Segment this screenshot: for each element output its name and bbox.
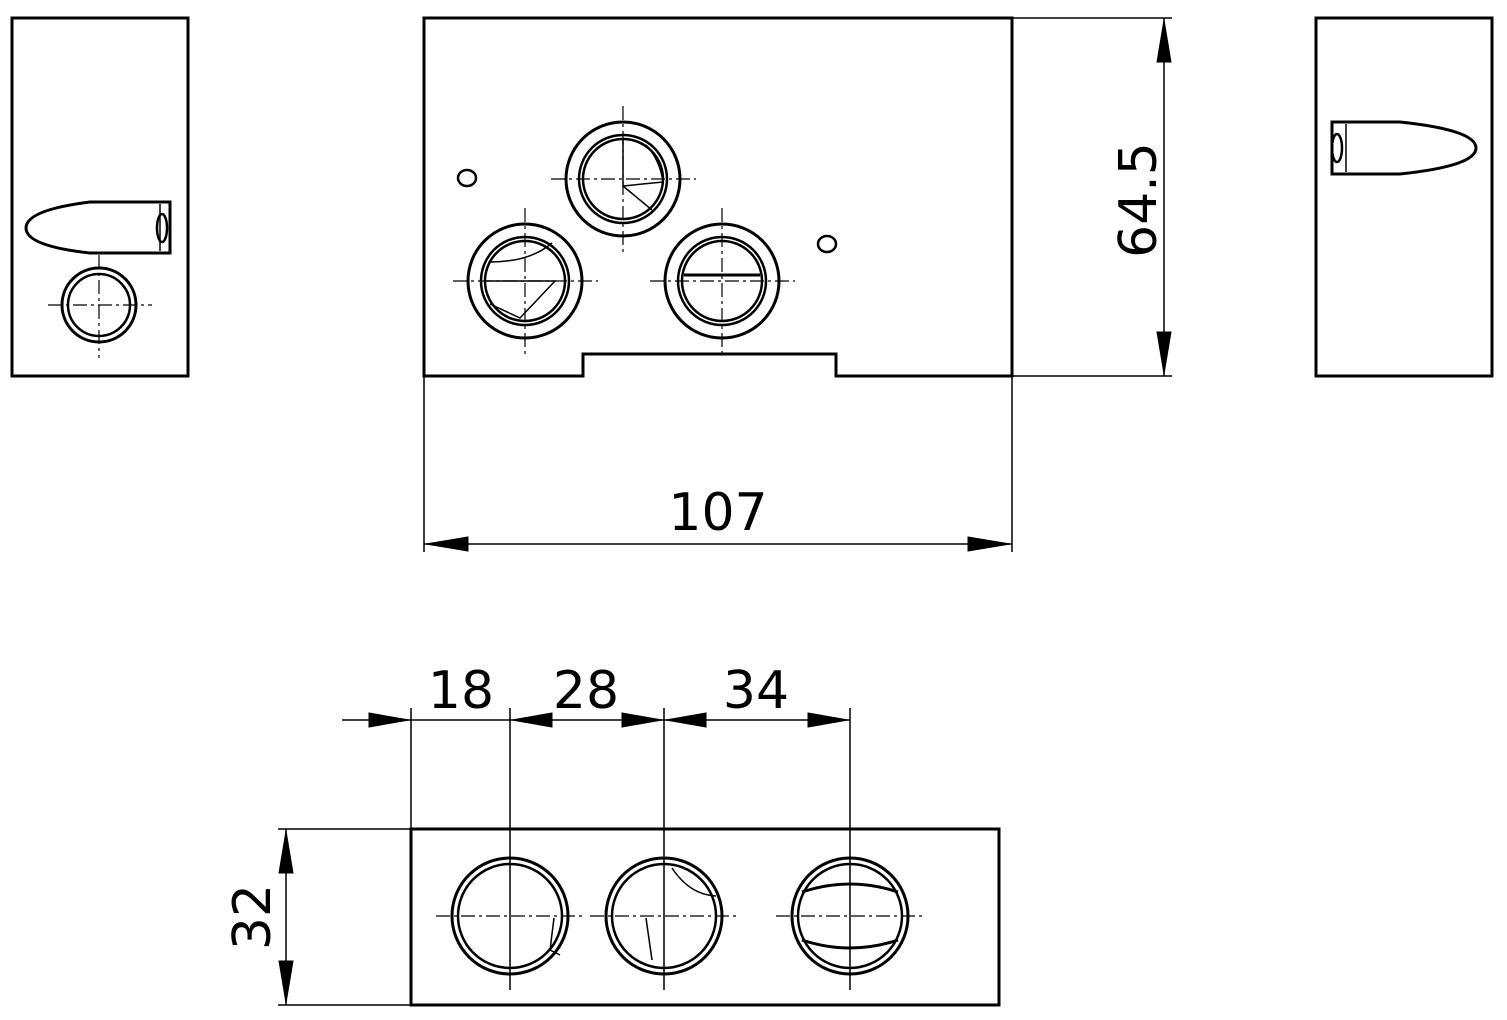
spacing-arrow-5	[807, 712, 849, 728]
spacing-arrow-1	[368, 712, 410, 728]
left-view-outline	[10, 16, 190, 378]
spacing-arrow-3	[621, 712, 663, 728]
left-view-channel	[24, 200, 172, 255]
front-view-outline	[422, 16, 1014, 378]
width-dimension-label: 107	[668, 483, 767, 543]
width-arrow-left	[425, 536, 469, 552]
height-dimension: 64.5	[1012, 17, 1172, 377]
front-port-right	[650, 208, 795, 354]
spacing-label-28: 28	[553, 661, 619, 721]
depth-arrow-top	[278, 830, 294, 874]
front-port-left	[453, 208, 598, 354]
spacing-arrow-2	[511, 712, 553, 728]
height-dimension-label: 64.5	[1109, 142, 1169, 258]
right-view-channel-bore	[1330, 132, 1344, 164]
front-port-top	[551, 106, 696, 252]
right-view-channel	[1330, 120, 1478, 176]
bottom-view: 18 28 34	[342, 661, 1001, 1007]
height-arrow-bottom	[1156, 331, 1172, 375]
mounting-hole-right	[816, 234, 838, 254]
bottom-view-outline	[409, 827, 1001, 1007]
left-side-view	[10, 16, 190, 378]
height-arrow-top	[1156, 19, 1172, 63]
right-view-outline	[1314, 16, 1494, 378]
depth-dimension: 32	[223, 828, 411, 1006]
spacing-label-34: 34	[723, 661, 789, 721]
spacing-arrow-4	[665, 712, 707, 728]
mounting-hole-left	[456, 168, 478, 188]
width-arrow-right	[967, 536, 1011, 552]
depth-arrow-bottom	[278, 960, 294, 1004]
left-view-channel-bore	[155, 212, 169, 244]
spacing-label-18: 18	[428, 661, 494, 721]
width-dimension: 107	[423, 376, 1013, 552]
front-view	[422, 16, 1014, 378]
right-side-view	[1314, 16, 1494, 378]
depth-dimension-label: 32	[223, 884, 283, 950]
